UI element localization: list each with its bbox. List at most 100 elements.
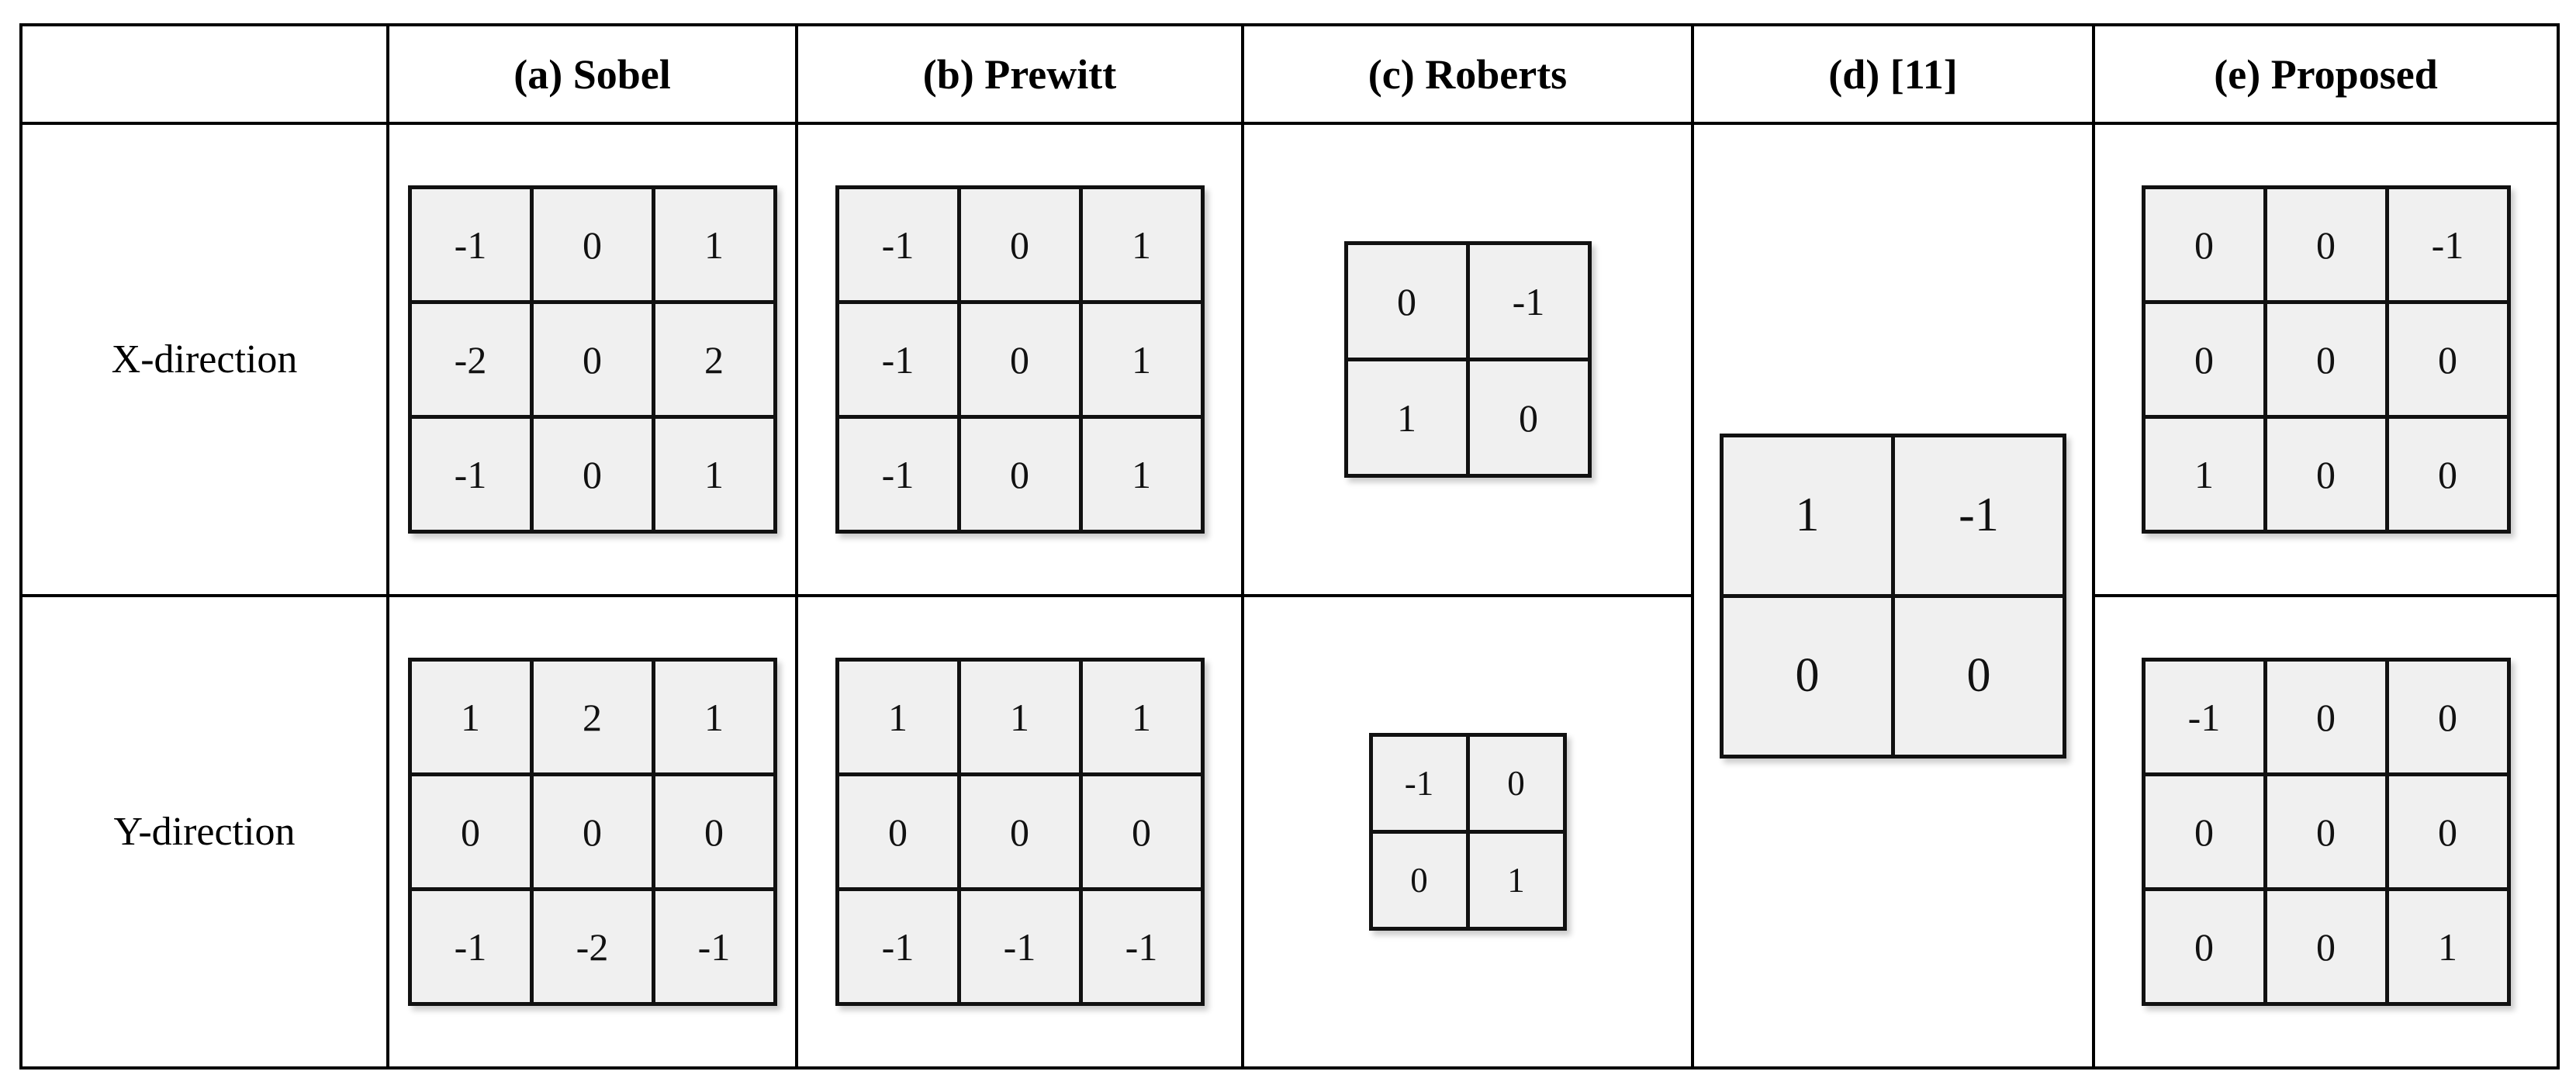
kernel-proposed-x-cell-0-0: 0: [2141, 185, 2267, 304]
kernel-prewitt-x-cell-1-0: -1: [835, 300, 961, 419]
header-prewitt: (b) Prewitt: [795, 23, 1244, 125]
kernel-sobel-y-cell-1-2: 0: [651, 772, 777, 891]
kernel-prewitt-y-cell-1-0: 0: [835, 772, 961, 891]
kernel-ref11-cell-1-1: 0: [1891, 593, 2066, 759]
kernel-proposed-y-cell-2-1: 0: [2263, 887, 2389, 1006]
header-sobel: (a) Sobel: [386, 23, 798, 125]
kernel-prewitt-y-cell-1-1: 0: [956, 772, 1083, 891]
kernel-sobel-y-cell-2-2: -1: [651, 887, 777, 1006]
kernel-prewitt-x-cell-2-0: -1: [835, 415, 961, 534]
kernel-ref11-cell-0-1: -1: [1891, 433, 2066, 598]
kernel-prewitt-y-cell-1-2: 0: [1078, 772, 1205, 891]
kernel-ref11-cell-1-0: 0: [1720, 593, 1895, 759]
kernel-proposed-x-cell-1-1: 0: [2263, 300, 2389, 419]
kernel-ref11-row: 1-1: [1720, 433, 2066, 598]
kernel-sobel-y-cell-0-1: 2: [529, 658, 655, 776]
kernel-roberts-x-cell-0-1: -1: [1465, 241, 1592, 361]
kernel-proposed-y-cell-2-0: 0: [2141, 887, 2267, 1006]
header-roberts: (c) Roberts: [1241, 23, 1694, 125]
kernel-sobel-x-cell-2-0: -1: [407, 415, 534, 534]
corner-header: [19, 23, 389, 125]
kernel-proposed-x-cell-0-2: -1: [2384, 185, 2511, 304]
kernel-sobel-x-cell-2-2: 1: [651, 415, 777, 534]
kernel-sobel-y-cell-2-0: -1: [407, 887, 534, 1006]
kernel-prewitt-y-cell-0-1: 1: [956, 658, 1083, 776]
kernel-prewitt-x-cell-0-2: 1: [1078, 185, 1205, 304]
kernel-prewitt-y-row: -1-1-1: [835, 887, 1205, 1006]
kernel-sobel-y-cell-0-2: 1: [651, 658, 777, 776]
kernel-proposed-x-cell-1-2: 0: [2384, 300, 2511, 419]
kernel-roberts-y-cell-1-1: 1: [1465, 830, 1567, 931]
kernel-roberts-x-cell-0-0: 0: [1343, 241, 1470, 361]
kernel-proposed-y-cell-2-2: 1: [2384, 887, 2511, 1006]
kernel-proposed-y-cell-1-0: 0: [2141, 772, 2267, 891]
kernel-proposed-x-cell-2-0: 1: [2141, 415, 2267, 534]
kernel-prewitt-x-cell-0-0: -1: [835, 185, 961, 304]
kernel-proposed-x-cell-0-1: 0: [2263, 185, 2389, 304]
kernel-prewitt-x-cell-1-2: 1: [1078, 300, 1205, 419]
kernel-prewitt-x-cell-2-1: 0: [956, 415, 1083, 534]
kernel-proposed-y-cell-0-0: -1: [2141, 658, 2267, 776]
header-ref11: (d) [11]: [1691, 23, 2095, 125]
kernel-sobel-x-cell-0-2: 1: [651, 185, 777, 304]
kernel-sobel-y-cell-0-0: 1: [407, 658, 534, 776]
row-label-y: Y-direction: [19, 594, 389, 1070]
kernel-sobel-x-cell-1-1: 0: [529, 300, 655, 419]
kernel-roberts-x-cell-1-0: 1: [1343, 358, 1470, 478]
kernel-prewitt-x-cell-1-1: 0: [956, 300, 1083, 419]
kernel-proposed-y-cell-1-1: 0: [2263, 772, 2389, 891]
kernel-roberts-y-cell-0-1: 0: [1465, 733, 1567, 834]
kernel-proposed-y-cell-1-2: 0: [2384, 772, 2511, 891]
kernel-sobel-y-row: -1-2-1: [407, 887, 777, 1006]
kernel-prewitt-x-cell-2-2: 1: [1078, 415, 1205, 534]
kernel-sobel-x-cell-0-0: -1: [407, 185, 534, 304]
kernel-sobel-y-cell-2-1: -2: [529, 887, 655, 1006]
edge-operator-comparison-table: (a) Sobel (b) Prewitt (c) Roberts (d) [1…: [19, 23, 2560, 1070]
kernel-ref11-cell-0-0: 1: [1720, 433, 1895, 598]
kernel-proposed-y-cell-0-2: 0: [2384, 658, 2511, 776]
kernel-sobel-x-cell-2-1: 0: [529, 415, 655, 534]
kernel-sobel-y-cell-1-0: 0: [407, 772, 534, 891]
kernel-prewitt-y-cell-0-0: 1: [835, 658, 961, 776]
kernel-sobel-x-cell-1-2: 2: [651, 300, 777, 419]
kernel-roberts-y-cell-0-0: -1: [1368, 733, 1470, 834]
kernel-prewitt-y-cell-2-2: -1: [1078, 887, 1205, 1006]
header-proposed: (e) Proposed: [2092, 23, 2560, 125]
kernel-sobel-x-cell-1-0: -2: [407, 300, 534, 419]
kernel-prewitt-x-cell-0-1: 0: [956, 185, 1083, 304]
kernel-prewitt-y-cell-0-2: 1: [1078, 658, 1205, 776]
